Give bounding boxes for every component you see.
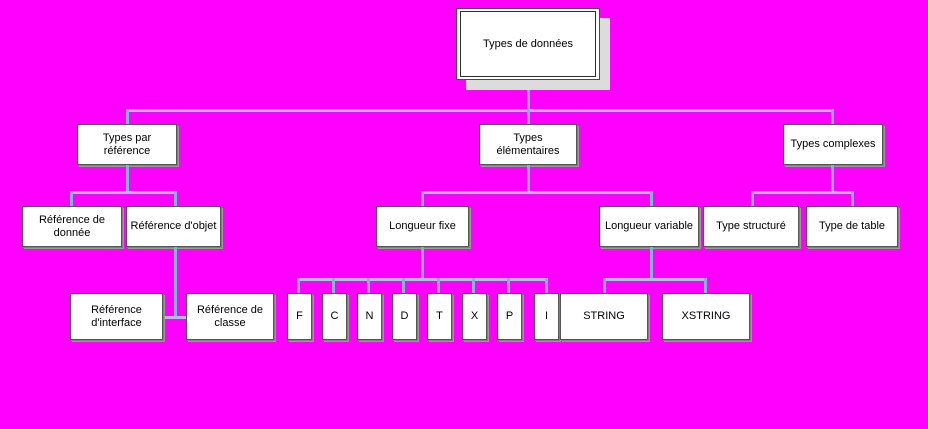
node-label: X	[470, 310, 479, 322]
node-label: I	[544, 310, 549, 322]
node-label: Types complexes	[790, 138, 876, 150]
node-label: Types élémentaires	[496, 131, 560, 157]
node-label: Types par référence	[102, 131, 152, 157]
node-type-structure[interactable]: Type structuré	[703, 206, 799, 247]
node-type-xstring[interactable]: XSTRING	[662, 293, 750, 340]
node-label: Référence d'interface	[91, 303, 142, 329]
node-label: N	[365, 310, 374, 322]
node-root-types-de-donnees[interactable]: Types de données	[456, 8, 600, 80]
node-type-string[interactable]: STRING	[560, 293, 648, 340]
node-label: Types de données	[483, 37, 573, 50]
node-label: Référence d'objet	[130, 220, 217, 232]
node-label: STRING	[583, 310, 625, 322]
node-type-de-table[interactable]: Type de table	[806, 206, 898, 247]
node-types-complexes[interactable]: Types complexes	[783, 124, 883, 165]
connector-bar-types-complexes	[751, 191, 854, 194]
node-type-f[interactable]: F	[287, 293, 312, 340]
node-type-d[interactable]: D	[392, 293, 417, 340]
connector-stem-reference-d-objet	[174, 247, 177, 319]
connector-drop-type-string	[603, 278, 606, 294]
node-reference-d-objet[interactable]: Référence d'objet	[126, 206, 221, 247]
connector-drop-longueur-fixe	[421, 191, 424, 207]
node-reference-de-classe[interactable]: Référence de classe	[186, 293, 274, 340]
node-type-t[interactable]: T	[427, 293, 452, 340]
connector-stem-longueur-fixe	[421, 247, 424, 280]
connector-drop-longueur-variable	[650, 191, 653, 207]
node-type-p[interactable]: P	[497, 293, 522, 340]
connector-drop-type-c	[332, 278, 335, 294]
connector-stem-types-par-reference	[126, 165, 129, 193]
root-inner-frame: Types de données	[460, 11, 596, 77]
node-label: Type structuré	[716, 220, 786, 232]
node-label: T	[436, 310, 443, 322]
connector-stem-longueur-variable	[650, 247, 653, 280]
connector-drop-types-elementaires	[527, 109, 530, 125]
connector-drop-type-xstring	[704, 278, 707, 294]
node-label: Référence de classe	[196, 303, 264, 329]
connector-drop-types-par-reference	[126, 109, 129, 125]
node-type-i[interactable]: I	[534, 293, 559, 340]
connector-drop-type-i	[545, 278, 548, 294]
node-label: C	[330, 310, 339, 322]
connector-drop-type-de-table	[851, 191, 854, 207]
connector-bar-longueur-fixe	[297, 278, 548, 281]
connector-stem-types-complexes	[831, 165, 834, 193]
connector-level2-bar	[126, 109, 834, 112]
node-label: Longueur fixe	[389, 220, 456, 232]
connector-bar-reference-interface-classe	[162, 316, 188, 319]
connector-drop-type-p	[507, 278, 510, 294]
node-type-n[interactable]: N	[357, 293, 382, 340]
node-label: D	[400, 310, 409, 322]
node-reference-de-donnee[interactable]: Référence de donnée	[22, 206, 122, 247]
connector-drop-types-complexes	[831, 109, 834, 125]
node-label: XSTRING	[681, 310, 731, 322]
node-type-x[interactable]: X	[462, 293, 487, 340]
connector-stem-types-elementaires	[527, 165, 530, 193]
connector-drop-type-t	[437, 278, 440, 294]
node-label: Référence de donnée	[38, 213, 106, 239]
connector-drop-reference-de-donnee	[70, 191, 73, 207]
node-type-c[interactable]: C	[322, 293, 347, 340]
node-label: Longueur variable	[604, 220, 694, 232]
connector-root-stem	[527, 80, 530, 111]
node-types-elementaires[interactable]: Types élémentaires	[479, 124, 577, 165]
connector-bar-longueur-variable	[603, 278, 707, 281]
node-longueur-variable[interactable]: Longueur variable	[599, 206, 699, 247]
node-reference-d-interface[interactable]: Référence d'interface	[70, 293, 163, 340]
connector-drop-type-structure	[751, 191, 754, 207]
connector-drop-reference-d-objet	[174, 191, 177, 207]
connector-bar-types-par-reference	[70, 191, 177, 194]
connector-drop-type-x	[472, 278, 475, 294]
node-label: F	[296, 310, 303, 322]
node-label: Type de table	[818, 220, 886, 232]
node-types-par-reference[interactable]: Types par référence	[77, 124, 177, 165]
connector-drop-type-d	[402, 278, 405, 294]
node-longueur-fixe[interactable]: Longueur fixe	[376, 206, 469, 247]
node-label: P	[505, 310, 514, 322]
connector-drop-type-f	[297, 278, 300, 294]
connector-bar-types-elementaires	[421, 191, 653, 194]
connector-drop-type-n	[367, 278, 370, 294]
